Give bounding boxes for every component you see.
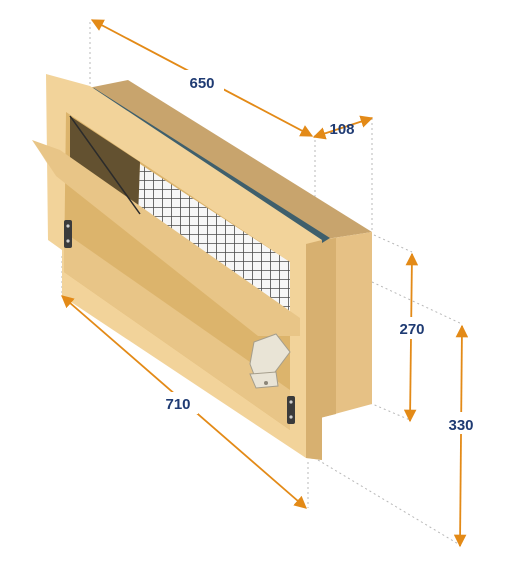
right-hinge-screw [289, 415, 293, 419]
dimension-label-top-length: 650 [189, 75, 214, 92]
left-hinge-screw [66, 224, 70, 228]
dimension-label-depth: 108 [329, 121, 354, 138]
guide-line [373, 234, 413, 253]
guide-line [369, 402, 411, 421]
flap-diagonal-wire [69, 115, 141, 215]
dimension-labels: 650 108 270 330 710 [158, 70, 481, 434]
guide-line [317, 459, 461, 546]
dimension-label-inner-height: 270 [399, 321, 424, 338]
right-hinge [287, 396, 295, 424]
dimension-label-outer-height: 330 [448, 417, 473, 434]
box-side-shade [320, 238, 336, 418]
left-hinge [64, 220, 72, 248]
dimension-arrow-outer-height [453, 324, 469, 548]
dimension-label-bottom-length: 710 [165, 396, 190, 413]
dimension-arrow-depth [312, 115, 374, 140]
vent-flap [32, 115, 300, 336]
right-hinge-screw [289, 400, 293, 404]
frame-right-edge [306, 240, 322, 460]
guide-line [371, 281, 463, 325]
left-hinge-screw [66, 239, 70, 243]
latch-pin [264, 381, 268, 385]
flap-panel [32, 140, 300, 336]
